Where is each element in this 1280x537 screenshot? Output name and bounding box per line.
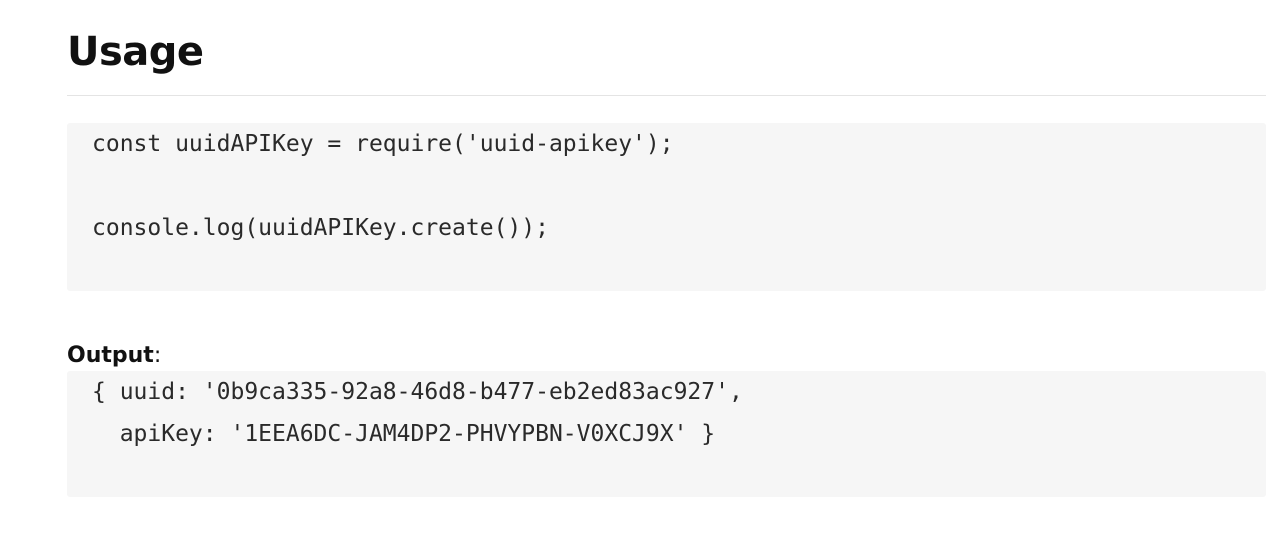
usage-code-block[interactable]: const uuidAPIKey = require('uuid-apikey'…: [67, 123, 1266, 291]
output-code-block[interactable]: { uuid: '0b9ca335-92a8-46d8-b477-eb2ed83…: [67, 371, 1266, 497]
usage-heading: Usage: [67, 0, 1266, 96]
code-line: [92, 165, 1266, 207]
code-line: console.log(uuidAPIKey.create());: [92, 215, 549, 241]
output-label-bold: Output: [67, 343, 154, 368]
output-label: Output:: [67, 341, 1266, 371]
readme-content: Usage const uuidAPIKey = require('uuid-a…: [67, 0, 1266, 497]
code-line: { uuid: '0b9ca335-92a8-46d8-b477-eb2ed83…: [92, 379, 743, 405]
code-line: apiKey: '1EEA6DC-JAM4DP2-PHVYPBN-V0XCJ9X…: [92, 421, 716, 447]
code-line: const uuidAPIKey = require('uuid-apikey'…: [92, 131, 674, 157]
output-label-suffix: :: [153, 343, 162, 368]
